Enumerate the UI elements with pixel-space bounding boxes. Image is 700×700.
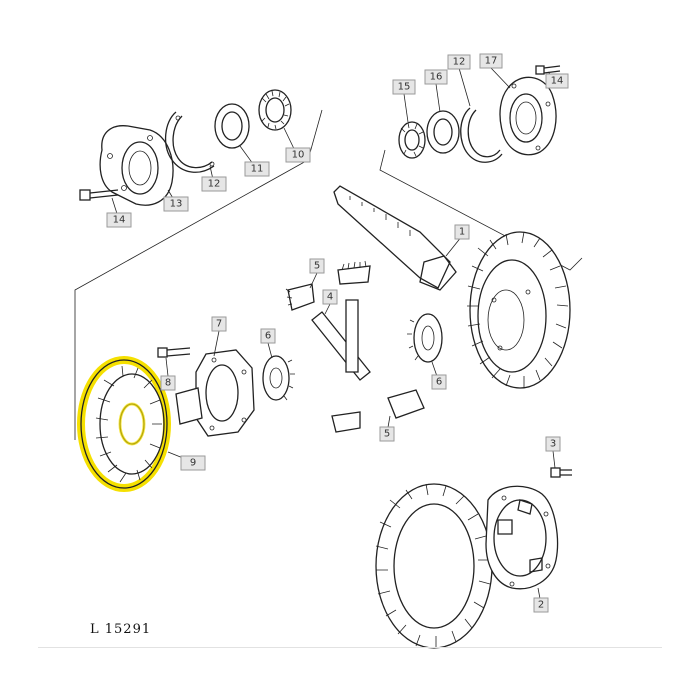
callout-14-left: 14 (106, 212, 132, 228)
callout-13: 13 (163, 196, 189, 212)
svg-text:13: 13 (170, 199, 183, 210)
callout-5-top: 5 (309, 258, 325, 274)
callout-10: 10 (285, 147, 311, 163)
svg-text:5: 5 (314, 261, 320, 272)
part-13-bearing-carrier[interactable] (99, 125, 174, 206)
svg-text:7: 7 (216, 319, 222, 330)
part-1-ring-gear[interactable] (467, 231, 571, 389)
svg-text:1: 1 (459, 227, 465, 238)
svg-text:12: 12 (208, 179, 221, 190)
svg-text:2: 2 (538, 600, 544, 611)
svg-text:11: 11 (251, 164, 264, 175)
part-4-cross-shaft[interactable] (311, 299, 371, 381)
part-5-pinion-gear-bottom[interactable] (331, 389, 425, 433)
part-10-bearing-cone[interactable] (258, 89, 292, 131)
svg-text:16: 16 (430, 72, 443, 83)
callout-8: 8 (160, 375, 176, 391)
part-6-side-gear-right[interactable] (407, 313, 443, 363)
svg-text:14: 14 (113, 215, 126, 226)
svg-text:6: 6 (265, 331, 271, 342)
part-6-side-gear-left[interactable] (262, 355, 295, 401)
part-5-pinion-gear-left[interactable] (285, 283, 315, 311)
callout-16: 16 (424, 69, 448, 85)
left-bearing-assembly (79, 89, 292, 206)
svg-text:8: 8 (165, 378, 171, 389)
part-15-bearing-cone[interactable] (398, 121, 426, 159)
part-8-bolt[interactable] (157, 347, 191, 358)
part-11-bearing-cup[interactable] (214, 103, 250, 149)
part-2-differential-carrier[interactable] (485, 485, 559, 590)
part-1-pinion-shaft[interactable] (333, 185, 457, 291)
part-9-ring-gear-highlighted[interactable] (77, 356, 171, 492)
callout-12-right: 12 (447, 54, 471, 70)
part-7-differential-case[interactable] (175, 349, 255, 437)
callout-11: 11 (244, 161, 270, 177)
callout-3: 3 (545, 436, 561, 452)
right-bearing-assembly (398, 65, 561, 163)
lower-ring-gear (375, 483, 493, 649)
callout-4: 4 (322, 289, 338, 305)
part-14-bolt-left[interactable] (79, 189, 119, 201)
drawing-reference-number: L 15291 (90, 622, 152, 637)
callout-17: 17 (479, 53, 503, 69)
assembly-outline-lines (74, 109, 583, 440)
part-17-bearing-carrier[interactable] (499, 76, 557, 156)
svg-text:12: 12 (453, 57, 466, 68)
callout-2: 2 (533, 597, 549, 613)
callout-5-bottom: 5 (379, 426, 395, 442)
bottom-divider (38, 647, 662, 648)
callout-9: 9 (180, 455, 206, 471)
svg-text:17: 17 (485, 56, 498, 67)
callout-12-left: 12 (201, 176, 227, 192)
part-12-shim[interactable] (165, 111, 215, 173)
svg-text:10: 10 (292, 150, 305, 161)
svg-text:14: 14 (551, 76, 564, 87)
callout-1: 1 (454, 224, 470, 240)
callout-15: 15 (392, 79, 416, 95)
svg-text:6: 6 (436, 377, 442, 388)
callout-leaders (111, 67, 558, 605)
svg-text:5: 5 (384, 429, 390, 440)
callout-6-left: 6 (260, 328, 276, 344)
callout-7: 7 (211, 316, 227, 332)
callout-14-right: 14 (545, 73, 569, 89)
svg-text:4: 4 (327, 292, 333, 303)
part-3-bolt[interactable] (550, 467, 572, 478)
svg-text:3: 3 (550, 439, 556, 450)
part-14-bolt-right[interactable] (535, 65, 561, 75)
part-16-bearing-cup[interactable] (426, 110, 460, 154)
part-5-pinion-gear-top[interactable] (337, 260, 371, 285)
svg-text:15: 15 (398, 82, 411, 93)
part-12-shim-right[interactable] (460, 107, 503, 163)
callout-6-right: 6 (431, 374, 447, 390)
svg-text:9: 9 (190, 458, 196, 469)
